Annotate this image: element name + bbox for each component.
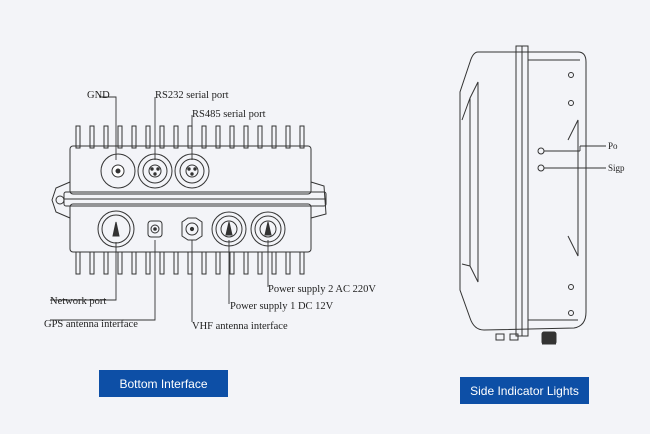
power-supply-2-connector xyxy=(250,211,286,247)
upper-panel xyxy=(69,145,312,195)
bottom-interface-button[interactable]: Bottom Interface xyxy=(99,370,228,397)
screw-bottom-2 xyxy=(568,310,574,316)
rs232-label: RS232 serial port xyxy=(155,90,229,101)
vhf-antenna-label: VHF antenna interface xyxy=(192,321,288,332)
bottom-view-device xyxy=(51,125,327,275)
side-inner-panel xyxy=(469,81,479,283)
network-port-label: Network port xyxy=(50,296,106,307)
gps-antenna-connector xyxy=(147,220,163,238)
side-indicator-lights-button[interactable]: Side Indicator Lights xyxy=(460,377,589,404)
sigp-indicator-light xyxy=(537,164,545,172)
sigp-label: Sigp xyxy=(608,163,625,173)
side-bottom-connectors xyxy=(495,331,557,345)
side-housing-outline xyxy=(459,51,587,331)
gnd-label: GND xyxy=(87,90,110,101)
screw-top-2 xyxy=(568,100,574,106)
po-label: Po xyxy=(608,141,618,151)
upper-cooling-fins xyxy=(75,125,305,149)
power-supply-2-label: Power supply 2 AC 220V xyxy=(268,284,376,295)
power-supply-1-label: Power supply 1 DC 12V xyxy=(230,301,334,312)
right-bracket xyxy=(310,181,327,219)
gps-antenna-label: GPS antenna interface xyxy=(44,319,138,330)
network-port-connector xyxy=(97,210,135,248)
side-view-device xyxy=(459,45,606,345)
left-bracket xyxy=(51,181,71,219)
rs485-label: RS485 serial port xyxy=(192,109,266,120)
gnd-connector xyxy=(100,153,136,189)
bottom-leader-lines xyxy=(50,96,269,322)
screw-top-1 xyxy=(568,72,574,78)
vhf-antenna-connector xyxy=(181,217,203,241)
lower-cooling-fins xyxy=(75,251,305,275)
screw-bottom-1 xyxy=(568,284,574,290)
po-indicator-light xyxy=(537,147,545,155)
